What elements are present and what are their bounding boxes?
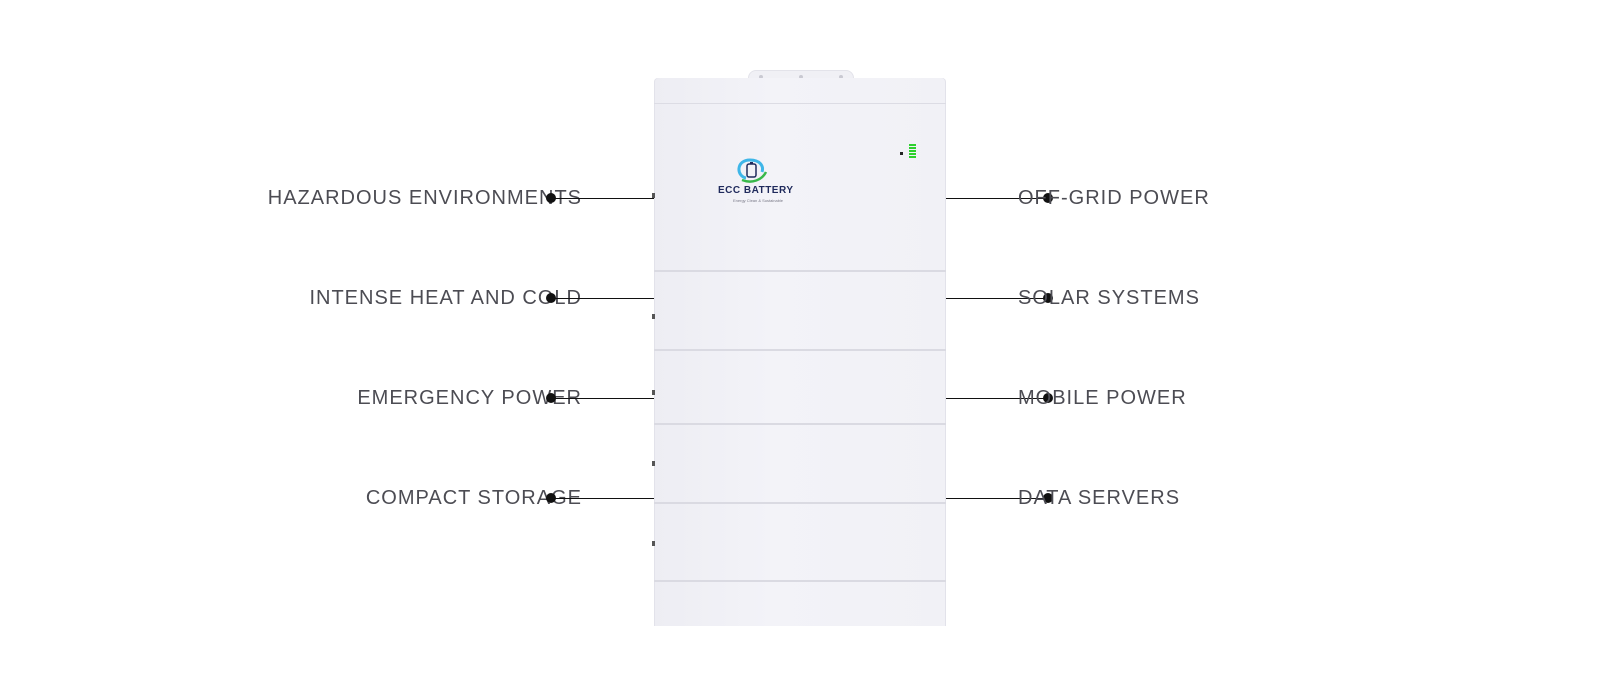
battery-side-clip — [652, 541, 655, 546]
feature-label: INTENSE HEAT AND COLD — [309, 287, 582, 309]
battery-module-seam — [654, 423, 946, 425]
connector-line — [551, 398, 654, 399]
battery-side-clip — [652, 193, 655, 198]
feature-off-grid-power: OFF-GRID POWER — [946, 186, 1346, 210]
battery-module-seam — [654, 580, 946, 582]
feature-mobile-power: MOBILE POWER — [946, 386, 1346, 410]
power-indicator — [900, 152, 903, 155]
brand-name: ECC BATTERY — [718, 185, 794, 196]
handle-hole — [799, 75, 803, 79]
ecc-battery-logo-icon — [737, 158, 768, 183]
brand-tagline: Energy Clean & Sustainable — [733, 198, 784, 203]
feature-intense-heat-and-cold: INTENSE HEAT AND COLD — [0, 286, 654, 310]
battery-module-seam — [654, 270, 946, 272]
feature-data-servers: DATA SERVERS — [946, 486, 1346, 510]
battery-module-seam — [654, 349, 946, 351]
feature-label: DATA SERVERS — [1018, 487, 1181, 509]
connector-dot-icon — [1043, 393, 1053, 403]
battery-unit-image — [654, 78, 946, 626]
connector-line — [946, 298, 1048, 299]
feature-label: SOLAR SYSTEMS — [1018, 287, 1200, 309]
connector-line — [551, 198, 654, 199]
battery-module-seam — [654, 502, 946, 504]
connector-line — [946, 398, 1048, 399]
connector-line — [551, 498, 654, 499]
connector-dot-icon — [1043, 493, 1053, 503]
connector-dot-icon — [1043, 293, 1053, 303]
feature-hazardous-environments: HAZARDOUS ENVIRONMENTS — [0, 186, 654, 210]
connector-line — [946, 498, 1048, 499]
feature-label: HAZARDOUS ENVIRONMENTS — [267, 187, 582, 209]
handle-hole — [759, 75, 763, 79]
feature-label: MOBILE POWER — [1018, 387, 1187, 409]
battery-side-clip — [652, 390, 655, 395]
feature-solar-systems: SOLAR SYSTEMS — [946, 286, 1346, 310]
connector-dot-icon — [1043, 193, 1053, 203]
feature-label: COMPACT STORAGE — [365, 487, 582, 509]
feature-label: EMERGENCY POWER — [357, 387, 582, 409]
connector-line — [946, 198, 1048, 199]
battery-top-cap-line — [654, 103, 946, 104]
feature-emergency-power: EMERGENCY POWER — [0, 386, 654, 410]
feature-label: OFF-GRID POWER — [1018, 187, 1210, 209]
battery-side-clip — [652, 461, 655, 466]
handle-hole — [839, 75, 843, 79]
battery-level-led-icon — [909, 144, 916, 159]
battery-side-clip — [652, 314, 655, 319]
connector-line — [551, 298, 654, 299]
feature-compact-storage: COMPACT STORAGE — [0, 486, 654, 510]
